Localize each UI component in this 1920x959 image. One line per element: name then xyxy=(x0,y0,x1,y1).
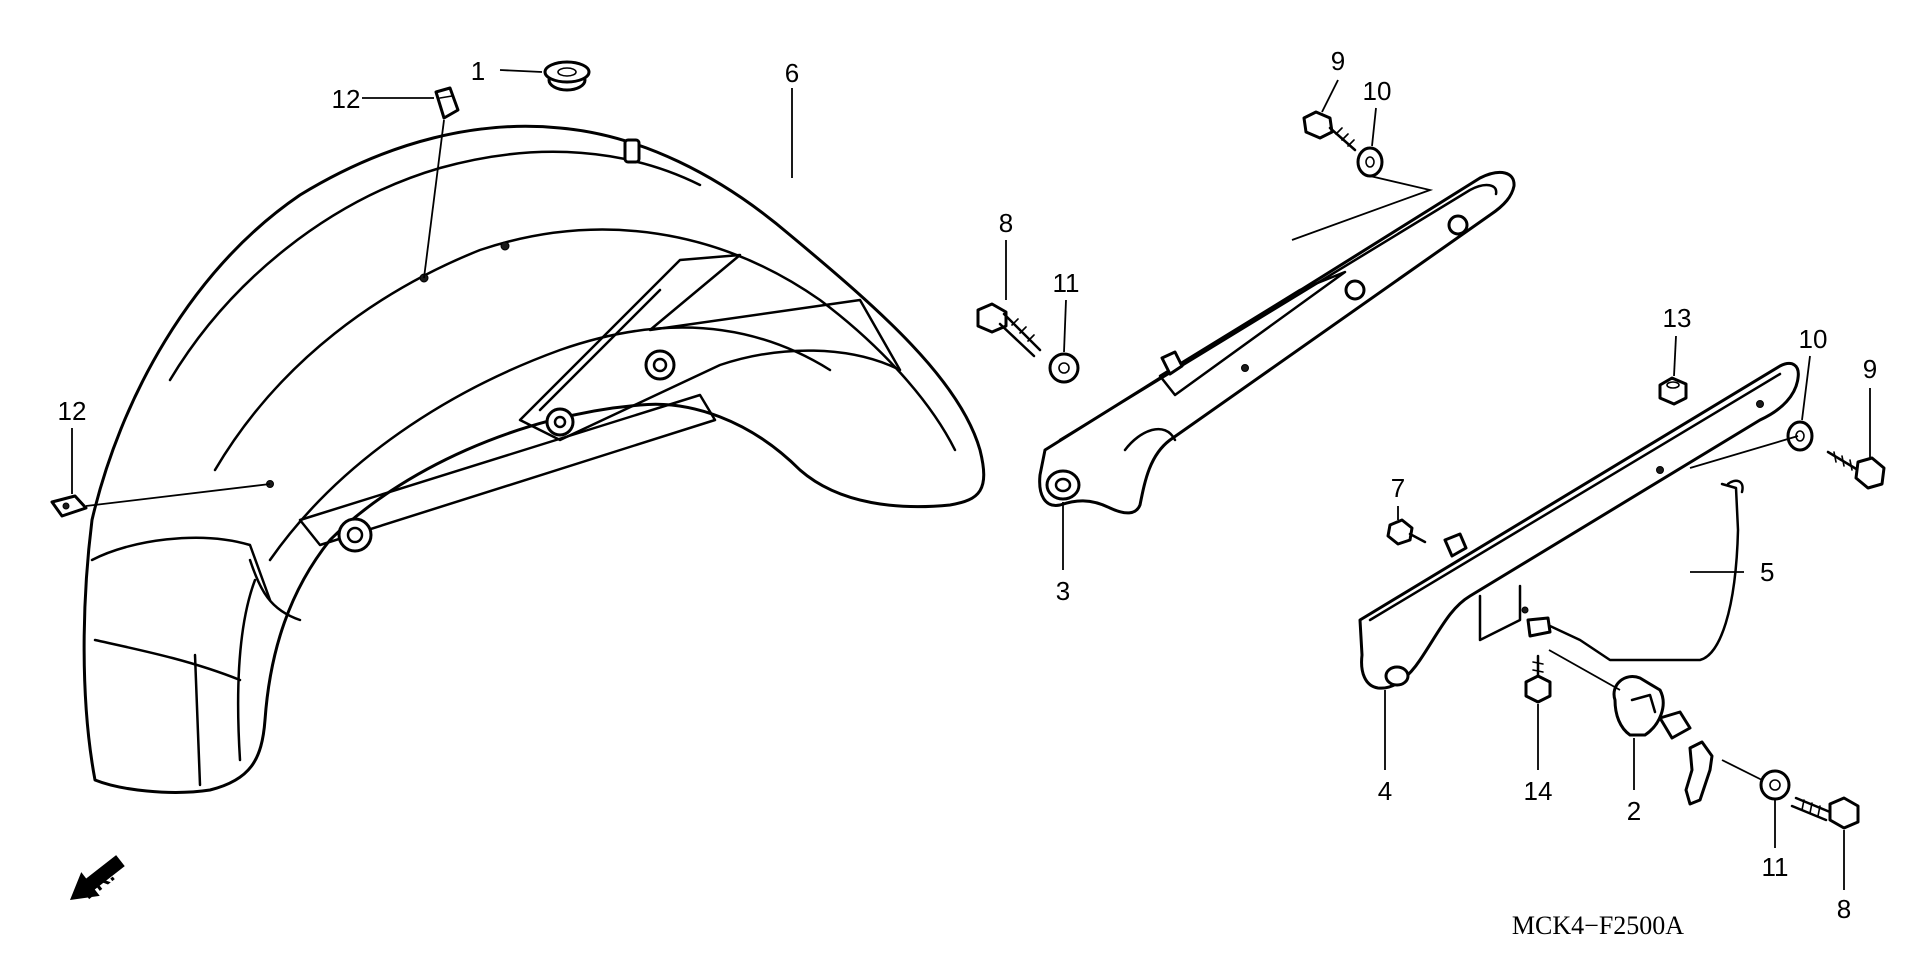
callout-6: 6 xyxy=(785,58,799,88)
callout-12a: 12 xyxy=(332,84,361,114)
grab-rail-part-3 xyxy=(1038,170,1516,515)
bolt-part-8-lower xyxy=(1790,796,1860,830)
bolt-part-8-upper xyxy=(976,302,1042,358)
callout-12b: 12 xyxy=(58,396,87,426)
bracket-part-5 xyxy=(1526,479,1744,662)
bolt-part-9-upper xyxy=(1302,110,1357,152)
nut-part-13 xyxy=(1658,376,1688,406)
grommet-part-1 xyxy=(543,60,591,92)
front-arrow-icon xyxy=(70,855,125,900)
callout-11a: 11 xyxy=(1053,268,1080,298)
callout-8a: 8 xyxy=(999,208,1013,238)
callout-4: 4 xyxy=(1378,776,1392,806)
callout-labels: 1 2 3 4 5 6 7 8 8 9 9 10 10 11 11 12 12 … xyxy=(58,46,1878,924)
helmet-lock-part-2 xyxy=(1612,675,1714,806)
callout-11b: 11 xyxy=(1762,852,1789,882)
front-direction-indicator: FR. xyxy=(70,855,125,904)
washer-part-11-lower xyxy=(1759,769,1791,801)
bolt-part-7 xyxy=(1386,518,1427,546)
callout-13: 13 xyxy=(1663,303,1692,333)
callout-14: 14 xyxy=(1524,776,1553,806)
callout-8b: 8 xyxy=(1837,894,1851,924)
diagram-code: MCK4−F2500A xyxy=(1512,911,1684,940)
washer-part-10-upper xyxy=(1356,146,1384,178)
callout-10a: 10 xyxy=(1363,76,1392,106)
callout-3: 3 xyxy=(1056,576,1070,606)
bolt-part-14 xyxy=(1524,654,1552,704)
callout-9a: 9 xyxy=(1331,46,1345,76)
callout-5: 5 xyxy=(1760,557,1774,587)
leader-lines xyxy=(71,69,1871,890)
callout-10b: 10 xyxy=(1799,324,1828,354)
callout-9b: 9 xyxy=(1863,354,1877,384)
clip-part-12-top xyxy=(434,86,460,120)
clip-part-12-left xyxy=(50,494,88,518)
washer-part-11-upper xyxy=(1048,352,1080,384)
callout-2: 2 xyxy=(1627,796,1641,826)
washer-part-10-lower xyxy=(1786,420,1814,452)
bolt-part-9-lower xyxy=(1826,450,1886,490)
rear-fender xyxy=(82,124,986,794)
callout-7: 7 xyxy=(1391,473,1405,503)
callout-1: 1 xyxy=(471,56,485,86)
grab-rail-part-4 xyxy=(1358,362,1800,690)
